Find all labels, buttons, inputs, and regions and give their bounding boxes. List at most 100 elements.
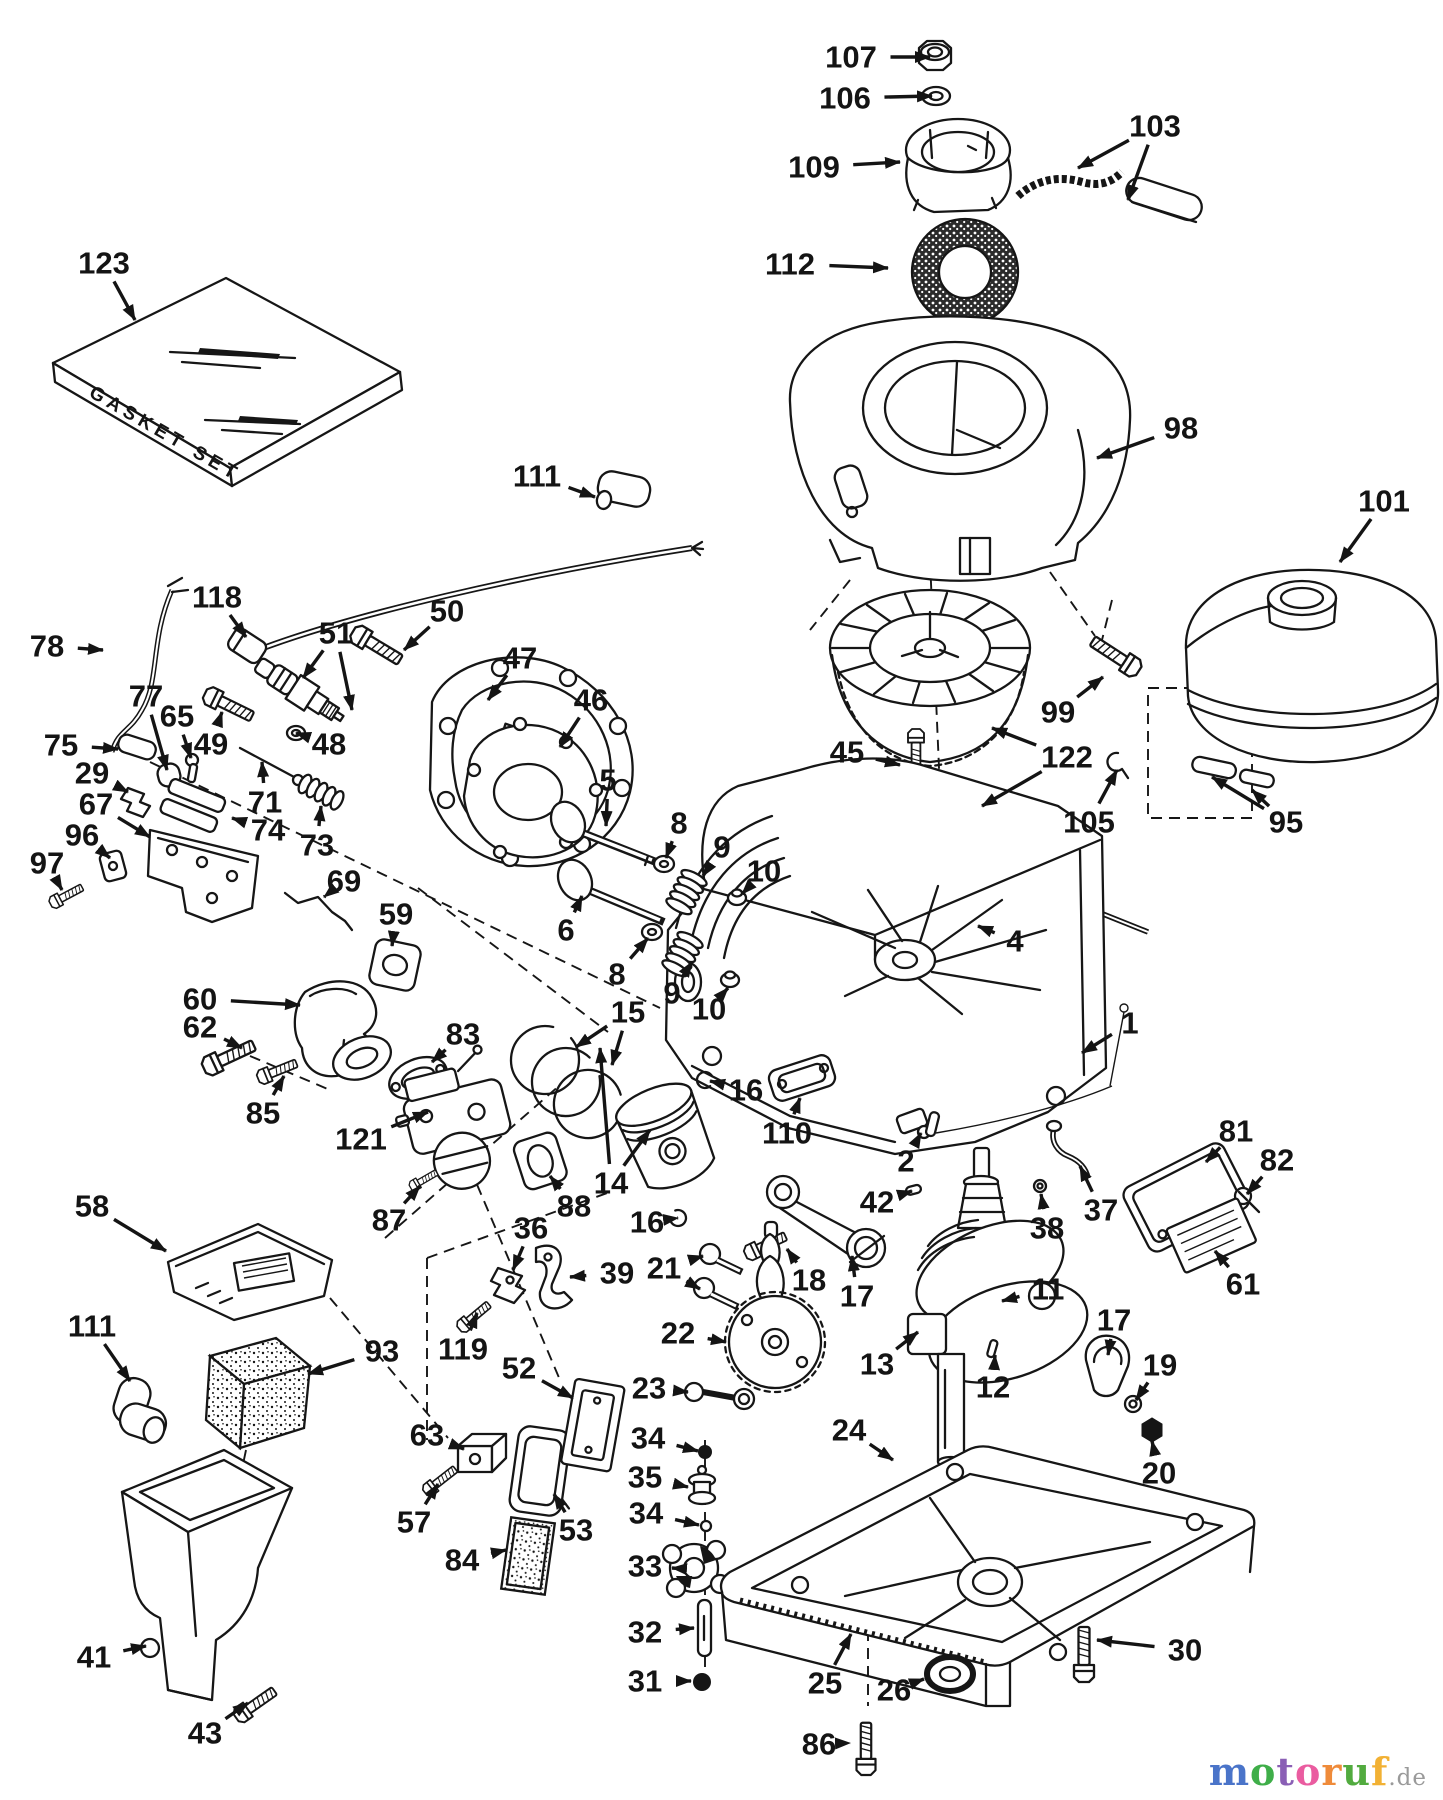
part-number-85: 85: [246, 1096, 280, 1131]
callout-29: 29: [75, 756, 129, 794]
part-number-51: 51: [319, 616, 353, 651]
part-number-98: 98: [1164, 411, 1198, 446]
callout-25: 25: [808, 1633, 853, 1701]
part-number-78: 78: [30, 629, 64, 664]
callout-arrow-20: [1149, 1440, 1162, 1457]
callout-arrow-34: [674, 1515, 700, 1528]
callout-19: 19: [1134, 1348, 1177, 1401]
callout-arrow-49: [211, 711, 224, 729]
callout-arrow-110: [789, 1097, 802, 1115]
callout-11: 11: [1001, 1272, 1064, 1307]
callout-16: 16: [709, 1073, 763, 1108]
callout-122: 122: [981, 726, 1093, 808]
clip-box-63: [456, 1432, 508, 1474]
breather-elbow-111b: [112, 1376, 168, 1444]
piston-14: [615, 1082, 716, 1190]
flywheel-bolt-99: [1086, 631, 1146, 681]
callout-58: 58: [75, 1189, 167, 1253]
fuel-tank-101: [1184, 568, 1440, 764]
part-number-122: 122: [1041, 740, 1093, 775]
part-number-18: 18: [792, 1263, 826, 1298]
part-number-12: 12: [976, 1370, 1010, 1405]
screw-97: [46, 880, 86, 911]
callout-arrow-2: [908, 1132, 923, 1150]
breaker-plunger-95-105: [1106, 751, 1275, 789]
callout-65: 65: [160, 699, 194, 759]
bolt-85: [254, 1055, 301, 1087]
part-number-38: 38: [1030, 1211, 1064, 1246]
spark-plug-wire-118: [226, 540, 705, 665]
callout-18: 18: [785, 1248, 826, 1298]
callout-arrow-8: [664, 840, 677, 859]
valve-5: [549, 800, 658, 867]
callout-22: 22: [661, 1316, 727, 1351]
callout-86: 86: [802, 1727, 851, 1762]
part-number-69: 69: [327, 864, 361, 899]
part-number-43: 43: [188, 1716, 222, 1751]
callout-arrow-42: [895, 1189, 913, 1202]
callout-arrow-24: [868, 1442, 894, 1462]
callout-arrow-10: [713, 986, 730, 1004]
watermark-letter: r: [1321, 1749, 1343, 1794]
callout-10: 10: [692, 986, 730, 1027]
callout-106: 106: [819, 81, 933, 116]
callout-78: 78: [30, 629, 104, 664]
callout-119: 119: [438, 1312, 488, 1367]
callout-arrow-47: [486, 674, 509, 702]
callout-42: 42: [860, 1185, 913, 1220]
callout-arrow-105: [1097, 769, 1119, 805]
part-number-106: 106: [819, 81, 871, 116]
callout-arrow-14: [622, 1128, 652, 1167]
callout-47: 47: [486, 641, 537, 702]
callout-arrow-17: [1104, 1338, 1117, 1356]
washer-38: [1032, 1178, 1048, 1194]
callout-arrow-23: [672, 1384, 689, 1397]
callout-arrow-78: [77, 642, 104, 655]
cylinder-spacer-111-top: [595, 470, 652, 511]
callout-arrow-59: [387, 930, 400, 947]
callout-arrow-83: [430, 1047, 448, 1064]
callout-arrow-69: [322, 882, 340, 899]
callout-arrow-32: [675, 1623, 695, 1636]
starter-nut-107: [917, 39, 953, 72]
part-number-62: 62: [183, 1010, 217, 1045]
head-bolt-50: [346, 621, 407, 670]
part-number-82: 82: [1260, 1143, 1294, 1178]
oil-pump-plunger-23: [683, 1381, 756, 1411]
part-number-123: 123: [78, 246, 130, 281]
callout-arrow-17: [847, 1255, 860, 1278]
callout-5: 5: [599, 763, 617, 827]
intake-gasket-59: [368, 938, 422, 992]
carb-mount-gasket-88: [512, 1131, 568, 1191]
callout-31: 31: [628, 1664, 692, 1699]
callout-arrow-111: [103, 1343, 132, 1382]
callout-50: 50: [402, 594, 464, 652]
part-number-53: 53: [559, 1513, 593, 1548]
callout-111: 111: [68, 1309, 132, 1382]
oil-pump-parts: [661, 1445, 731, 1691]
part-number-17: 17: [1097, 1303, 1131, 1338]
part-number-121: 121: [335, 1122, 387, 1157]
intake-elbow-60: [293, 980, 392, 1081]
part-number-35: 35: [628, 1460, 662, 1495]
callout-67: 67: [79, 787, 151, 839]
part-number-101: 101: [1358, 484, 1410, 519]
callout-16: 16: [630, 1205, 679, 1240]
callout-arrow-4: [977, 924, 996, 938]
callout-arrow-30: [1096, 1635, 1155, 1649]
callout-62: 62: [183, 1010, 243, 1050]
callout-arrow-6: [570, 895, 584, 914]
part-number-42: 42: [860, 1185, 894, 1220]
watermark-letter: m: [1208, 1749, 1251, 1794]
part-number-112: 112: [765, 247, 815, 282]
part-number-84: 84: [445, 1543, 480, 1578]
carburetor-121: [394, 1044, 512, 1190]
part-number-4: 4: [1006, 924, 1024, 959]
part-number-16: 16: [729, 1073, 763, 1108]
crankshaft-11: [906, 1146, 1089, 1469]
cylinder-block-1: [664, 757, 1108, 1156]
callout-51: 51: [301, 616, 355, 711]
callout-arrow-52: [541, 1379, 574, 1400]
